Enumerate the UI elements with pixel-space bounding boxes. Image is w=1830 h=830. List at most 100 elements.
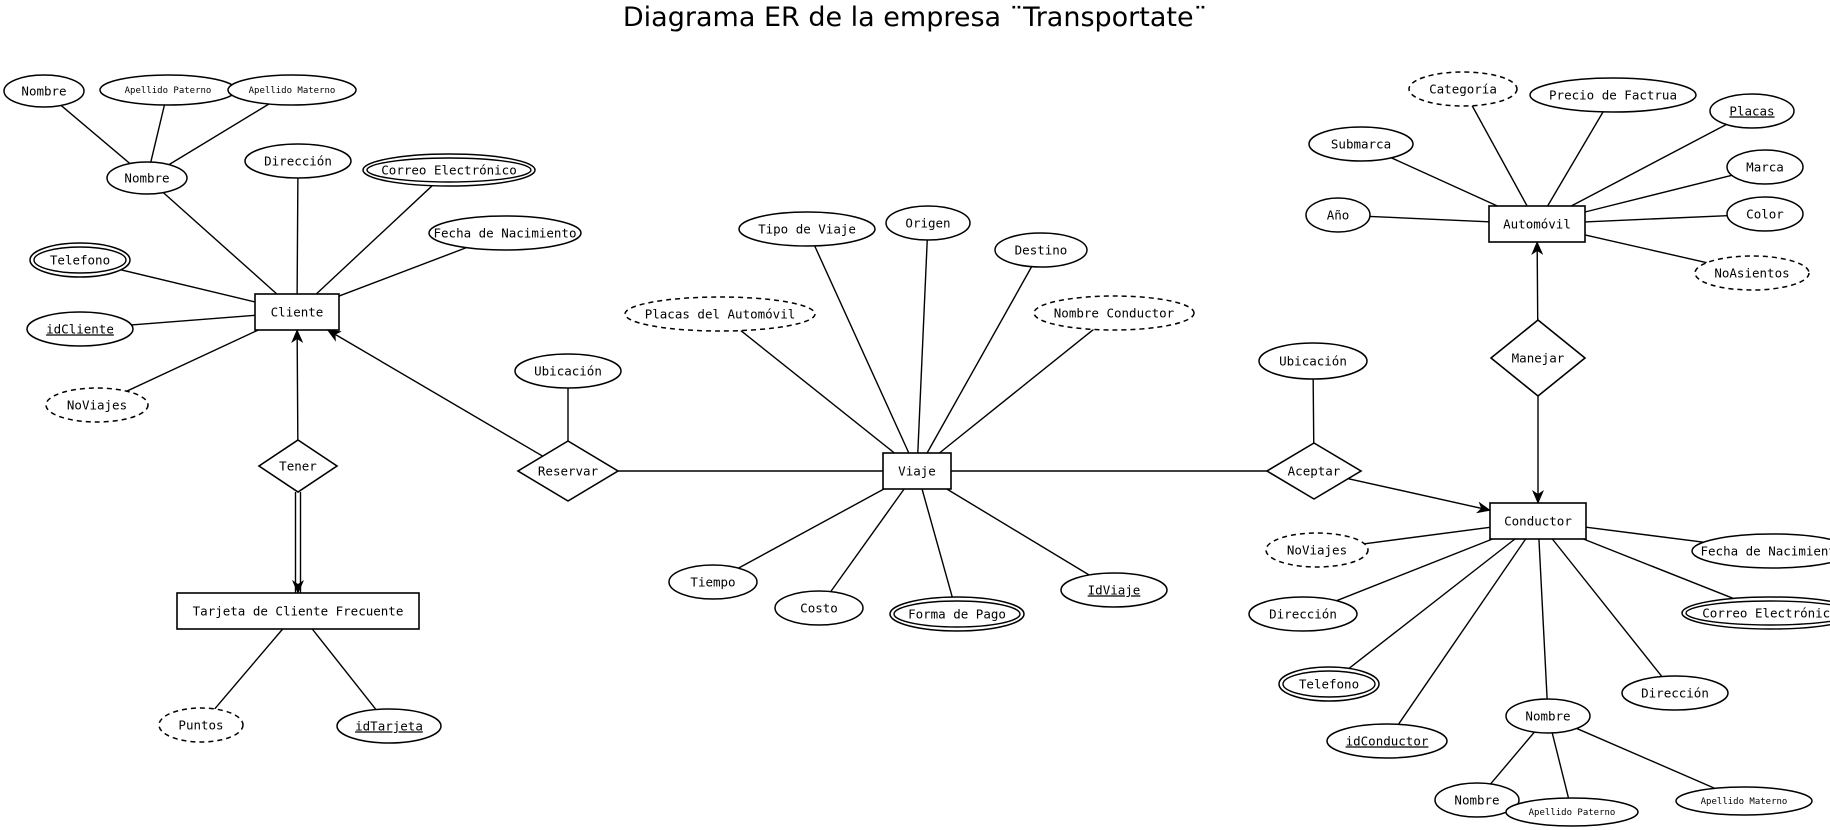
attribute-label: NoViajes xyxy=(1287,542,1347,557)
edge-co-fecha-conductor xyxy=(1585,526,1704,543)
attribute-oval xyxy=(1505,698,1591,734)
attribute-label: idTarjeta xyxy=(355,718,423,733)
entity-automovil: Automóvil xyxy=(1488,205,1586,243)
edge-v-costo-viaje xyxy=(830,488,905,593)
attribute-label: Destino xyxy=(1015,242,1068,257)
attribute-label: Año xyxy=(1327,207,1350,222)
relationship-label: Aceptar xyxy=(1288,463,1341,478)
attribute-oval xyxy=(158,707,244,743)
attribute-label: Nombre Conductor xyxy=(1054,305,1175,320)
attribute-oval xyxy=(106,161,188,195)
relationship-diamond xyxy=(257,439,339,493)
attribute-c-id: idCliente xyxy=(26,311,134,347)
edge-co-correo-conductor xyxy=(1583,538,1734,600)
attribute-oval xyxy=(1434,782,1520,818)
attribute-inner-oval xyxy=(33,246,127,274)
attribute-label: Apellido Paterno xyxy=(1529,808,1616,818)
attribute-oval xyxy=(1529,77,1697,113)
attribute-inner-oval xyxy=(893,600,1021,628)
diagram-title: Diagrama ER de la empresa ¨Transportate¨ xyxy=(622,2,1208,33)
edge-t-puntos-tarjeta xyxy=(214,628,284,710)
attribute-co-direccion1: Dirección xyxy=(1248,596,1358,632)
relationship-aceptar: Aceptar xyxy=(1265,442,1363,500)
edge-c-noviajes-cliente xyxy=(126,329,259,392)
attribute-oval xyxy=(1308,126,1414,162)
attribute-oval xyxy=(1060,572,1168,608)
attribute-co-nombre-n: Nombre xyxy=(1434,782,1520,818)
entity-label: Conductor xyxy=(1504,513,1572,528)
attribute-label: Fecha de Nacimiento xyxy=(1701,543,1830,558)
attribute-au-marca: Marca xyxy=(1726,149,1804,185)
attribute-co-direccion2: Dirección xyxy=(1621,675,1729,711)
attribute-label: Fecha de Nacimiento xyxy=(434,225,577,240)
attribute-oval xyxy=(514,353,622,389)
relationship-manejar: Manejar xyxy=(1489,318,1587,398)
attribute-label: Nombre xyxy=(124,170,169,185)
attribute-label: Correo Electrónico xyxy=(1702,605,1830,620)
attribute-oval xyxy=(428,215,582,251)
attribute-label: Correo Electrónico xyxy=(381,162,516,177)
attribute-oval xyxy=(1694,255,1810,291)
attribute-label: Marca xyxy=(1746,159,1784,174)
attribute-v-pago: Forma de Pago xyxy=(889,596,1025,632)
attribute-c-nombre-n: Nombre xyxy=(106,161,188,195)
attribute-c-correo: Correo Electrónico xyxy=(362,153,536,187)
edge-c-nombre-n-cliente xyxy=(162,192,278,295)
entity-viaje: Viaje xyxy=(882,452,952,490)
attribute-oval xyxy=(1326,723,1448,759)
edge-c-telefono-cliente xyxy=(120,269,256,303)
attribute-t-puntos: Puntos xyxy=(158,707,244,743)
attribute-c-noviajes: NoViajes xyxy=(45,387,149,423)
edge-co-id-conductor xyxy=(1397,538,1527,725)
attribute-co-id: idConductor xyxy=(1326,723,1448,759)
edge-c-ap-mat-c-nombre-n xyxy=(168,103,270,166)
entity-box xyxy=(1489,502,1587,540)
attribute-oval xyxy=(227,74,357,106)
edge-co-nombre-n-co-nombre xyxy=(1490,731,1535,785)
edge-c-nombre-c-nombre-n xyxy=(60,104,131,165)
attribute-oval xyxy=(1691,533,1830,569)
relationship-diamond xyxy=(516,440,620,502)
attribute-v-tiempo: Tiempo xyxy=(668,564,758,600)
entity-cliente: Cliente xyxy=(254,293,340,331)
attribute-oval xyxy=(994,232,1088,268)
edge-v-placas-viaje xyxy=(740,330,895,454)
attribute-label: NoAsientos xyxy=(1714,265,1789,280)
edge-v-id-viaje xyxy=(946,488,1090,576)
attribute-co-noviajes: NoViajes xyxy=(1265,532,1369,568)
edge-v-tipo-viaje xyxy=(814,245,910,454)
attribute-label: Origen xyxy=(905,215,950,230)
edge-co-ap-mat-co-nombre xyxy=(1576,727,1716,789)
attribute-label: Tiempo xyxy=(690,574,735,589)
attribute-oval xyxy=(1709,93,1795,129)
edge-au-asientos-automovil xyxy=(1584,234,1707,264)
attribute-au-submarca: Submarca xyxy=(1308,126,1414,162)
edge-co-telefono-conductor xyxy=(1348,538,1516,669)
entity-box xyxy=(882,452,952,490)
attribute-c-ap-mat: Apellido Materno xyxy=(227,74,357,106)
attribute-au-placas: Placas xyxy=(1709,93,1795,129)
attribute-au-asientos: NoAsientos xyxy=(1694,255,1810,291)
edge-c-fecha-cliente xyxy=(338,246,467,297)
relationship-tener: Tener xyxy=(257,439,339,493)
attribute-oval xyxy=(336,708,442,744)
edge-au-color-automovil xyxy=(1584,214,1728,223)
edge-co-direccion1-conductor xyxy=(1336,538,1493,602)
entity-conductor: Conductor xyxy=(1489,502,1587,540)
attribute-oval xyxy=(1278,666,1380,702)
relationship-reservar: Reservar xyxy=(516,440,620,502)
attribute-c-nombre: Nombre xyxy=(3,74,85,108)
edge-au-anio-automovil xyxy=(1369,215,1490,223)
edge-v-destino-viaje xyxy=(926,266,1033,454)
attribute-label: Dirección xyxy=(1641,685,1709,700)
edge-aceptar-conductor xyxy=(1348,477,1491,514)
attribute-label: Nombre xyxy=(1454,792,1499,807)
attribute-oval xyxy=(668,564,758,600)
attribute-oval xyxy=(889,596,1025,632)
attribute-oval xyxy=(244,143,352,179)
attribute-oval xyxy=(1033,295,1195,331)
attribute-oval xyxy=(1258,342,1368,380)
attribute-oval xyxy=(738,211,876,247)
attribute-oval xyxy=(1726,149,1804,185)
attribute-label: Telefono xyxy=(50,252,110,267)
